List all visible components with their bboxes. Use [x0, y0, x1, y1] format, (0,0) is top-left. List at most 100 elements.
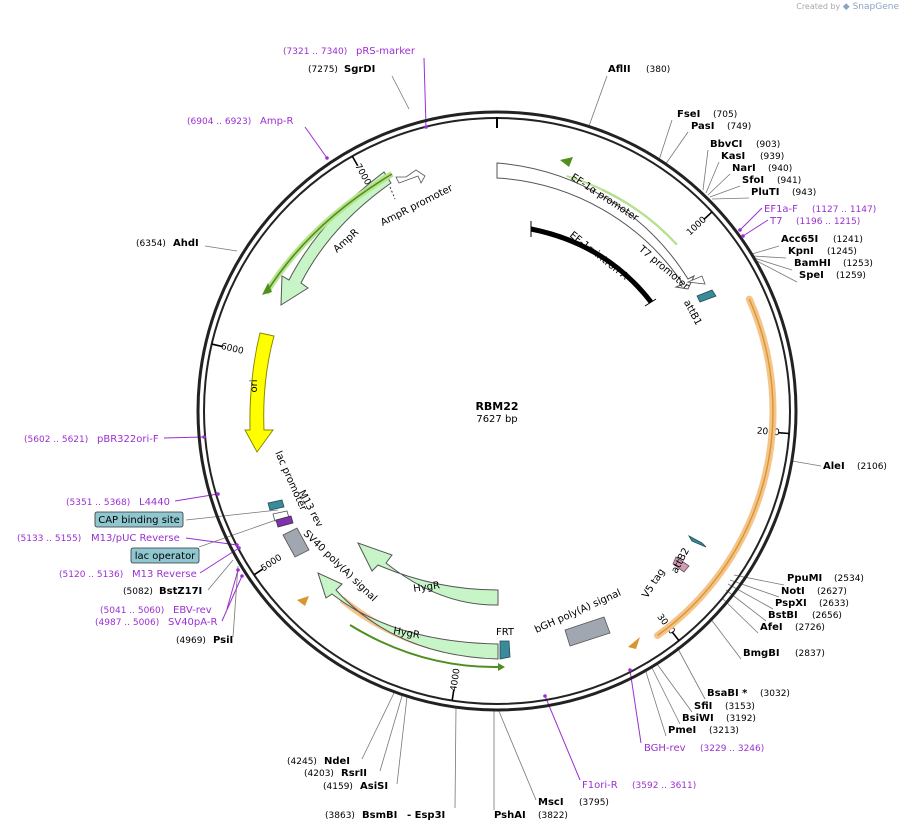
- primer-mark: [741, 234, 745, 238]
- primer-pos-ef1a-f: (1127 .. 1147): [812, 205, 876, 215]
- leader-line: [391, 75, 410, 110]
- primer-mark: [543, 694, 547, 698]
- leader-line: [497, 708, 537, 801]
- enzyme-nari: NarI: [732, 163, 756, 174]
- primer-ebv-rev: EBV-rev: [173, 605, 212, 616]
- ori-arrow: [244, 332, 275, 453]
- enzyme-afei: AfeI: [760, 622, 783, 633]
- enzyme-pos-bsabi: (3032): [760, 689, 790, 699]
- enzyme-fsei: FseI: [677, 109, 700, 120]
- leader-line: [651, 667, 681, 725]
- leader-line: [198, 519, 277, 548]
- enzyme-pos-alei: (2106): [857, 462, 887, 472]
- enzyme-pos-kpni: (1245): [827, 247, 857, 257]
- primer-mark: [236, 568, 240, 572]
- enzyme-pos-kasi: (939): [760, 152, 784, 162]
- enzyme-pos-ahdi: (6354): [136, 239, 166, 249]
- enzyme-pos-pshai: (3822): [538, 811, 568, 821]
- plasmid-size: 7627 bp: [476, 414, 517, 425]
- leader-line: [705, 161, 720, 194]
- enzyme-bstbi: BstBI: [768, 610, 798, 621]
- tick-6000: [211, 343, 223, 348]
- primer-mark: [237, 546, 241, 550]
- lac-operator-label: lac operator: [135, 551, 196, 562]
- leader-line: [588, 75, 608, 127]
- enzyme-pos-bamhi: (1253): [843, 259, 873, 269]
- enzyme-pasi: PasI: [691, 121, 714, 132]
- primer-pos-m13-reverse: (5120 .. 5136): [59, 570, 123, 580]
- leader-line: [751, 245, 780, 255]
- leader-line: [645, 671, 667, 737]
- leader-line: [676, 646, 706, 700]
- enzyme-pos-pluti: (943): [792, 188, 816, 198]
- primer-leader-line: [304, 126, 328, 159]
- enzyme-pos-bsiwi: (3192): [726, 714, 756, 724]
- primer-mark: [240, 574, 244, 578]
- enzyme-acc65i: Acc65I: [781, 234, 818, 245]
- primer-pos-bgh-rev: (3229 .. 3246): [700, 744, 764, 754]
- leader-line: [711, 197, 750, 200]
- leader-line: [709, 185, 741, 198]
- enzyme-pos-asisi: (4159): [323, 782, 353, 792]
- enzyme-rsrii: RsrII: [341, 768, 367, 779]
- leader-line: [185, 509, 279, 521]
- primer-mark: [424, 125, 428, 129]
- primer-t7: T7: [769, 216, 782, 227]
- primer-leader-line: [163, 436, 205, 439]
- hygr-label-1: HygR: [413, 580, 441, 595]
- leader-line: [656, 663, 693, 713]
- primer-pos-l4440: (5351 .. 5368): [66, 498, 130, 508]
- primer-m13-puc-reverse: M13/pUC Reverse: [91, 533, 180, 544]
- orf-highlight-forward: [654, 295, 777, 639]
- enzyme-labels: (7275) SgrDI AflII (380) FseI (705) PasI…: [123, 64, 887, 821]
- primer-leader-line: [739, 207, 763, 231]
- primer-leader-line: [544, 695, 581, 781]
- enzyme-pos-bsmbi: (3863): [325, 811, 355, 821]
- leader-line: [207, 559, 234, 591]
- primer-ef1a-f: EF1a-F: [764, 204, 798, 215]
- credit-prefix: Created by: [796, 2, 841, 11]
- ampr-promoter-label: AmpR promoter: [379, 182, 456, 228]
- enzyme-pos-afei: (2726): [795, 623, 825, 633]
- attb2-arrow: [687, 534, 707, 548]
- primer-pos-amp-r: (6904 .. 6923): [187, 117, 251, 127]
- primer-pos-ebv-rev: (5041 .. 5060): [100, 606, 164, 616]
- enzyme-ahdi: AhdI: [173, 238, 199, 249]
- enzyme-esp3i: - Esp3I: [407, 810, 445, 821]
- leader-line: [204, 245, 238, 252]
- primer-leader-line: [226, 569, 239, 610]
- enzyme-sgrdi: SgrDI: [344, 64, 375, 75]
- tick-label-6000: 6000: [220, 342, 245, 357]
- primer-pos-pbr322ori-f: (5602 .. 5621): [24, 435, 88, 445]
- ampr-green-arrowhead: [262, 283, 272, 295]
- leader-line: [791, 460, 822, 467]
- leader-line: [733, 574, 785, 586]
- m13-rev-mark: [275, 515, 294, 528]
- enzyme-kpni: KpnI: [788, 246, 814, 257]
- leader-line: [709, 617, 742, 660]
- v5-tag-label: V5 tag: [640, 567, 667, 600]
- hygr-arrow-1: [356, 542, 499, 606]
- ampr-arrow: [280, 171, 392, 306]
- primer-leader-line: [423, 57, 427, 128]
- leader-line: [454, 706, 457, 809]
- ef1a-intron-label: EF-1α intron A: [567, 230, 630, 283]
- hygr-green-line: [349, 624, 499, 669]
- ampr-green-line: [265, 173, 393, 294]
- tick-2000: [778, 431, 790, 435]
- enzyme-pos-aflii: (380): [646, 65, 670, 75]
- primer-mark: [738, 228, 742, 232]
- label-leaders: [163, 57, 822, 810]
- tick-label-5000: 5000: [259, 553, 284, 574]
- enzyme-pspxi: PspXI: [775, 598, 807, 609]
- sv40-polya-box: [282, 527, 310, 558]
- sv40-polya-label: SV40 poly(A) signal: [301, 528, 379, 604]
- primer-pbr322ori-f: pBR322ori-F: [97, 434, 159, 445]
- primer-leader-line: [629, 669, 642, 744]
- enzyme-pos-fsei: (705): [713, 110, 737, 120]
- enzyme-pmei: PmeI: [668, 725, 696, 736]
- ef1a-promoter-arrow: [496, 162, 696, 290]
- ef1a-green-arrowhead: [560, 157, 573, 167]
- enzyme-bmgbi: BmgBI: [743, 648, 780, 659]
